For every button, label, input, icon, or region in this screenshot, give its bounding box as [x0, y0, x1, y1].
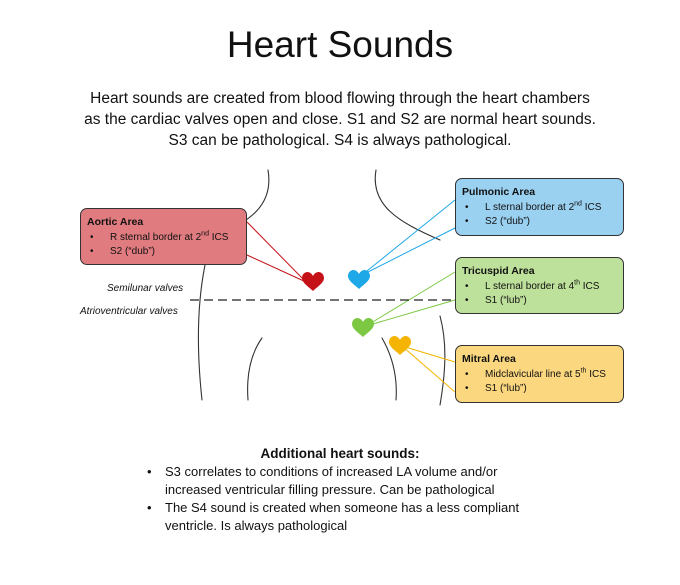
mitral-connector-line [401, 345, 456, 363]
intro-line: Heart sounds are created from blood flow… [90, 90, 590, 107]
mitral-area-box: Mitral Area Midclavicular line at 5th IC… [455, 345, 624, 403]
additional-sound-item: S3 correlates to conditions of increased… [140, 463, 540, 499]
torso-right-neck [374, 169, 441, 241]
torso-right-arm-outer [439, 315, 446, 406]
tricuspid-heart-icon [352, 318, 374, 337]
mitral-heart-icon [389, 336, 411, 355]
aortic-location-item: R sternal border at 2nd ICS [87, 231, 240, 245]
pulmonic-sound-item: S2 (“dub”) [462, 215, 617, 229]
aortic-sound-item: S2 (“dub”) [87, 245, 240, 259]
additional-sounds-section: Additional heart sounds: S3 correlates t… [140, 445, 540, 535]
page-title: Heart Sounds [226, 24, 454, 65]
aortic-area-title: Aortic Area [87, 216, 144, 228]
tricuspid-connector-line [365, 299, 456, 327]
intro-line: as the cardiac valves open and close. S1… [84, 111, 596, 128]
pulmonic-connector-line [361, 199, 456, 276]
pulmonic-location-item: L sternal border at 2nd ICS [462, 201, 617, 215]
tricuspid-area-title: Tricuspid Area [462, 265, 535, 277]
aortic-connector-line [246, 254, 307, 283]
aortic-heart-icon [302, 272, 324, 291]
aortic-area-box: Aortic Area R sternal border at 2nd ICS … [80, 208, 247, 265]
torso-right-armpit [381, 337, 397, 401]
mitral-sound-item: S1 (“lub”) [462, 382, 617, 396]
tricuspid-sound-item: S1 (“lub”) [462, 294, 617, 308]
additional-sounds-heading: Additional heart sounds: [260, 446, 420, 461]
mitral-area-title: Mitral Area [462, 353, 516, 365]
tricuspid-location-item: L sternal border at 4th ICS [462, 280, 617, 294]
torso-left-arm-outer [197, 264, 206, 401]
torso-left-armpit [247, 337, 263, 401]
intro-text: Heart sounds are created from blood flow… [40, 88, 640, 151]
pulmonic-heart-icon [348, 270, 370, 289]
pulmonic-area-box: Pulmonic Area L sternal border at 2nd IC… [455, 178, 624, 236]
pulmonic-area-title: Pulmonic Area [462, 186, 536, 198]
semilunar-valves-label: Semilunar valves [107, 283, 184, 294]
mitral-connector-line [401, 345, 456, 393]
additional-sound-item: The S4 sound is created when someone has… [140, 499, 540, 535]
atrioventricular-valves-label: Atrioventricular valves [80, 306, 178, 317]
tricuspid-connector-line [365, 271, 456, 327]
mitral-location-item: Midclavicular line at 5th ICS [462, 368, 617, 382]
pulmonic-connector-line [361, 227, 456, 276]
intro-line: S3 can be pathological. S4 is always pat… [168, 132, 512, 149]
tricuspid-area-box: Tricuspid Area L sternal border at 4th I… [455, 257, 624, 314]
aortic-connector-line [246, 221, 307, 283]
